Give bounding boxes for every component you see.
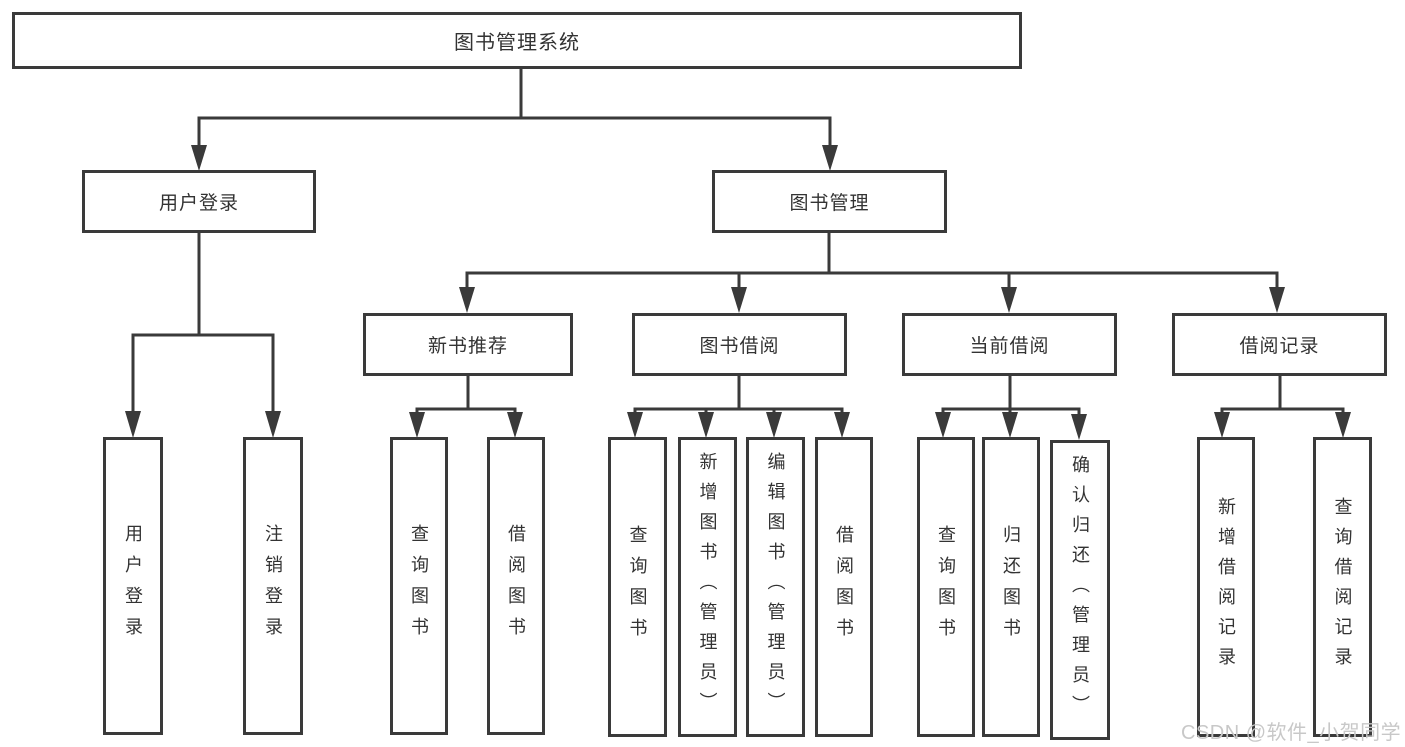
arrowheads-new-book-leaves xyxy=(409,412,523,438)
node-book-management: 图书管理 xyxy=(712,170,947,233)
node-book-borrow: 图书借阅 xyxy=(632,313,847,376)
connector-current-borrow-branch xyxy=(941,374,1081,417)
connector-root-to-level2 xyxy=(197,68,832,148)
arrowheads-book-borrow-leaves xyxy=(627,412,850,438)
leaf-borrow-books-recommend: 借阅图书 xyxy=(487,437,545,735)
leaf-query-books-borrow: 查询图书 xyxy=(608,437,667,737)
leaf-add-books-admin: 新增图书（管理员） xyxy=(678,437,737,737)
leaf-edit-books-admin: 编辑图书（管理员） xyxy=(746,437,805,737)
connector-user-login-branch xyxy=(131,231,275,414)
node-root: 图书管理系统 xyxy=(12,12,1022,69)
connector-new-book-branch xyxy=(415,374,517,415)
leaf-query-books-recommend: 查询图书 xyxy=(390,437,448,735)
leaf-return-books: 归还图书 xyxy=(982,437,1040,737)
watermark: CSDN @软件_小贺同学 xyxy=(1181,722,1402,744)
node-user-login: 用户登录 xyxy=(82,170,316,233)
arrowheads-current-borrow-leaves xyxy=(935,412,1087,440)
leaf-query-books-current: 查询图书 xyxy=(917,437,975,737)
connector-book-borrow-branch xyxy=(633,374,844,415)
connector-book-mgmt-branch xyxy=(465,231,1279,291)
leaf-query-borrow-record: 查询借阅记录 xyxy=(1313,437,1372,737)
arrowheads-user-login-leaves xyxy=(125,411,281,438)
arrowheads-level3 xyxy=(459,287,1285,313)
node-borrow-records: 借阅记录 xyxy=(1172,313,1387,376)
leaf-confirm-return-admin: 确认归还（管理员） xyxy=(1050,440,1110,740)
arrowheads-borrow-records-leaves xyxy=(1214,412,1351,438)
leaf-logout: 注销登录 xyxy=(243,437,303,735)
node-current-borrow: 当前借阅 xyxy=(902,313,1117,376)
leaf-add-borrow-record: 新增借阅记录 xyxy=(1197,437,1255,737)
node-new-book-recommend: 新书推荐 xyxy=(363,313,573,376)
leaf-user-login: 用户登录 xyxy=(103,437,163,735)
leaf-borrow-books: 借阅图书 xyxy=(815,437,873,737)
connector-borrow-records-branch xyxy=(1220,374,1345,415)
arrowheads-level2 xyxy=(191,145,838,171)
